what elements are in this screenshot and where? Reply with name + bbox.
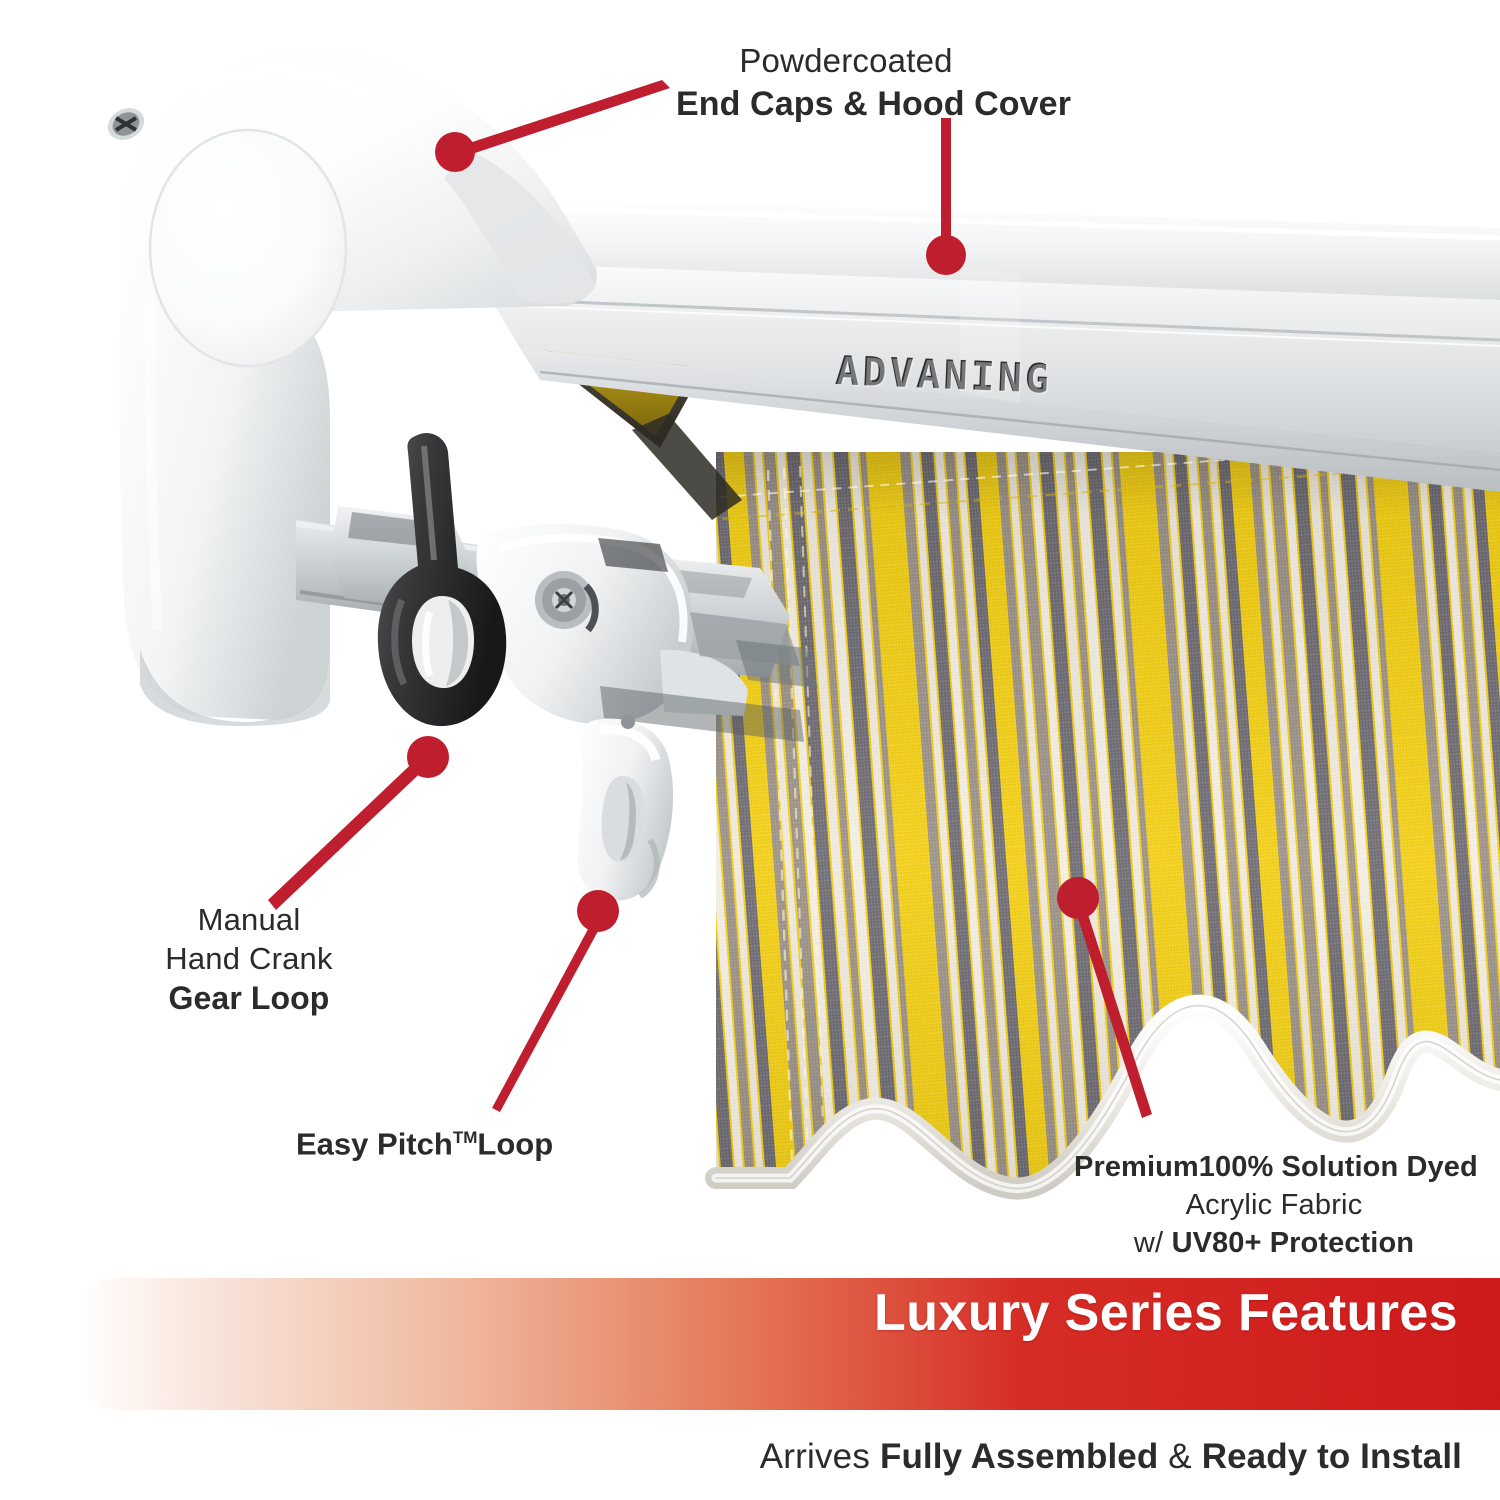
svg-text:ADVANING: ADVANING [836, 350, 1054, 405]
callout-easy-pitch-loop: Easy PitchTMLoop [296, 1118, 636, 1164]
mount-screw [107, 108, 145, 140]
callout-fabric: Premium100% Solution Dyed Acrylic Fabric… [1074, 1148, 1478, 1262]
pivot-bolt [535, 571, 599, 633]
callout-fabric-line2: Acrylic Fabric [1185, 1189, 1363, 1221]
callout-fabric-line1: Premium100% Solution Dyed [1074, 1151, 1478, 1183]
hood-cover: ADVANING ADVANING [468, 196, 1500, 492]
banner-sub-bold1: Fully Assembled [879, 1437, 1159, 1476]
banner-sub-mid: & [1158, 1437, 1202, 1476]
callout-hood-cover: Powdercoated End Caps & Hood Cover [676, 40, 1072, 126]
callout-hood-line2: End Caps & Hood Cover [676, 85, 1072, 123]
leader-easy-pitch [492, 890, 619, 1112]
callout-gear-loop: Manual Hand Crank Gear Loop [104, 900, 394, 1019]
callout-crank-line2: Hand Crank [165, 941, 333, 976]
banner-subtitle: Arrives Fully Assembled & Ready to Insta… [0, 1434, 1462, 1480]
end-cap [107, 48, 597, 726]
brand-logo: ADVANING ADVANING [834, 348, 1054, 404]
leader-fabric [1057, 877, 1152, 1118]
banner-sub-pre: Arrives [759, 1437, 880, 1476]
callout-crank-line3: Gear Loop [168, 980, 330, 1016]
banner-title: Luxury Series Features [874, 1284, 1458, 1342]
callout-pitch-pre: Easy Pitch [296, 1126, 453, 1162]
leader-hood-cover [926, 118, 966, 275]
callout-hood-line1: Powdercoated [739, 42, 953, 79]
gear-loop [377, 432, 507, 727]
callout-fabric-line3-bold: UV80+ Protection [1171, 1227, 1415, 1259]
callout-crank-line1: Manual [197, 902, 301, 937]
banner-sub-bold2: Ready to Install [1201, 1437, 1462, 1476]
callout-fabric-line3-pre: w/ [1133, 1227, 1172, 1259]
callout-fabric-line3: w/ UV80+ Protection [1074, 1224, 1474, 1262]
callout-pitch-post: Loop [477, 1126, 554, 1162]
leader-gear-loop [268, 736, 449, 910]
trademark-symbol: TM [452, 1128, 478, 1147]
svg-text:ADVANING: ADVANING [834, 348, 1052, 403]
leader-end-cap [435, 80, 670, 172]
leader-lines [268, 80, 1152, 1118]
callout-pitch-line: Easy PitchTMLoop [296, 1118, 636, 1164]
banner-gradient-band [78, 1278, 1500, 1410]
features-banner [0, 1250, 1500, 1500]
easy-pitch-loop [577, 715, 674, 901]
